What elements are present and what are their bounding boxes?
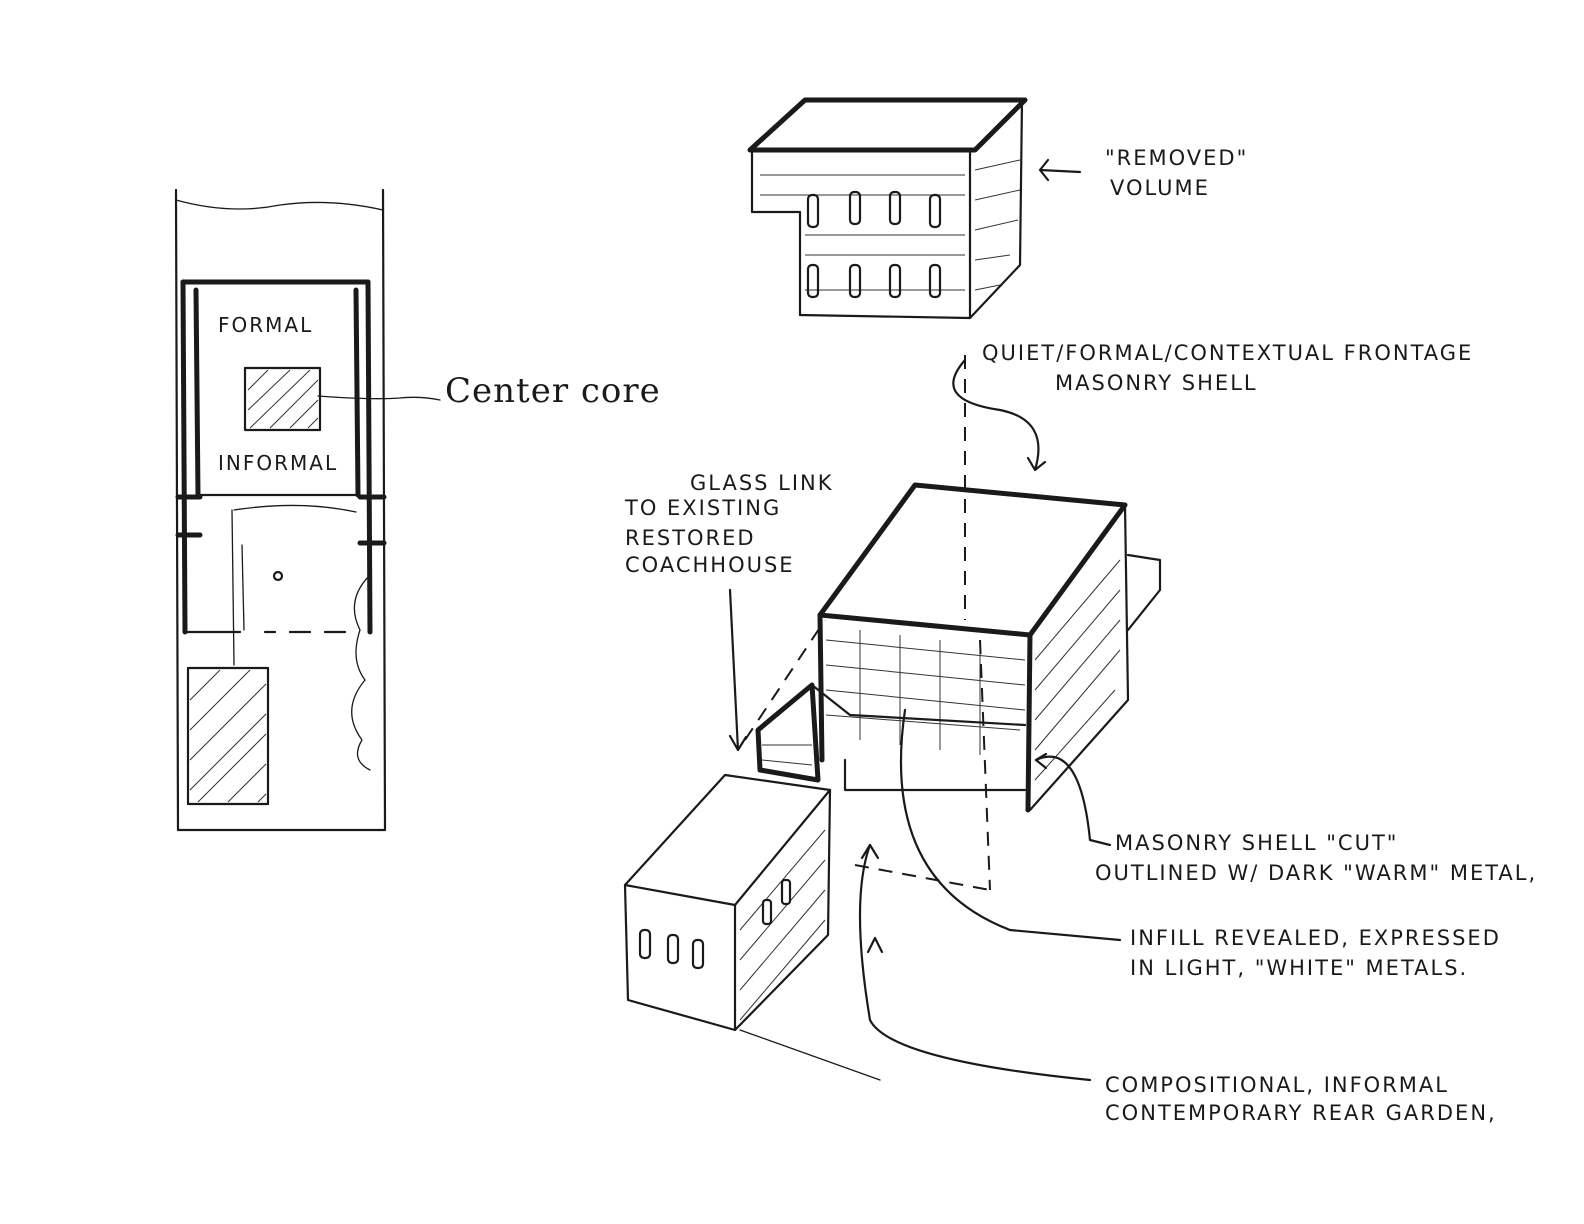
glass-link-line-2: TO EXISTING — [624, 496, 781, 520]
annotation-removed-volume: "REMOVED" VOLUME — [1105, 146, 1248, 200]
glass-link-line-3: RESTORED — [625, 526, 756, 550]
infill-line-1: INFILL REVEALED, EXPRESSED — [1130, 926, 1501, 950]
main-building-drawing — [623, 355, 1162, 1082]
annotation-glass-link: GLASS LINK TO EXISTING RESTORED COACHHOU… — [624, 471, 834, 577]
masonry-cut-line-2: OUTLINED W/ DARK "WARM" METAL, — [1095, 861, 1537, 885]
formal-label: FORMAL — [218, 313, 313, 337]
garden-line-1: COMPOSITIONAL, INFORMAL — [1105, 1073, 1449, 1097]
informal-label: INFORMAL — [218, 451, 338, 475]
infill-line-2: IN LIGHT, "WHITE" METALS. — [1130, 956, 1468, 980]
masonry-cut-line-1: MASONRY SHELL "CUT" — [1115, 831, 1398, 855]
frontage-line-1: QUIET/FORMAL/CONTEXTUAL FRONTAGE — [982, 341, 1473, 365]
frontage-line-2: MASONRY SHELL — [1055, 371, 1258, 395]
glass-link-line-1: GLASS LINK — [690, 471, 834, 495]
annotation-frontage: QUIET/FORMAL/CONTEXTUAL FRONTAGE MASONRY… — [982, 341, 1473, 395]
glass-link-line-4: COACHHOUSE — [625, 553, 795, 577]
garden-line-2: CONTEMPORARY REAR GARDEN, — [1105, 1101, 1497, 1125]
floor-plan: FORMAL INFORMAL Center core — [174, 188, 661, 832]
removed-volume-line-1: "REMOVED" — [1105, 146, 1248, 170]
center-core-label: Center core — [445, 371, 661, 411]
removed-volume-drawing — [747, 97, 1082, 320]
annotation-infill: INFILL REVEALED, EXPRESSED IN LIGHT, "WH… — [1130, 926, 1501, 980]
annotation-masonry-cut: MASONRY SHELL "CUT" OUTLINED W/ DARK "WA… — [1095, 831, 1537, 885]
removed-volume-line-2: VOLUME — [1110, 176, 1210, 200]
annotation-garden: COMPOSITIONAL, INFORMAL CONTEMPORARY REA… — [1105, 1073, 1497, 1125]
